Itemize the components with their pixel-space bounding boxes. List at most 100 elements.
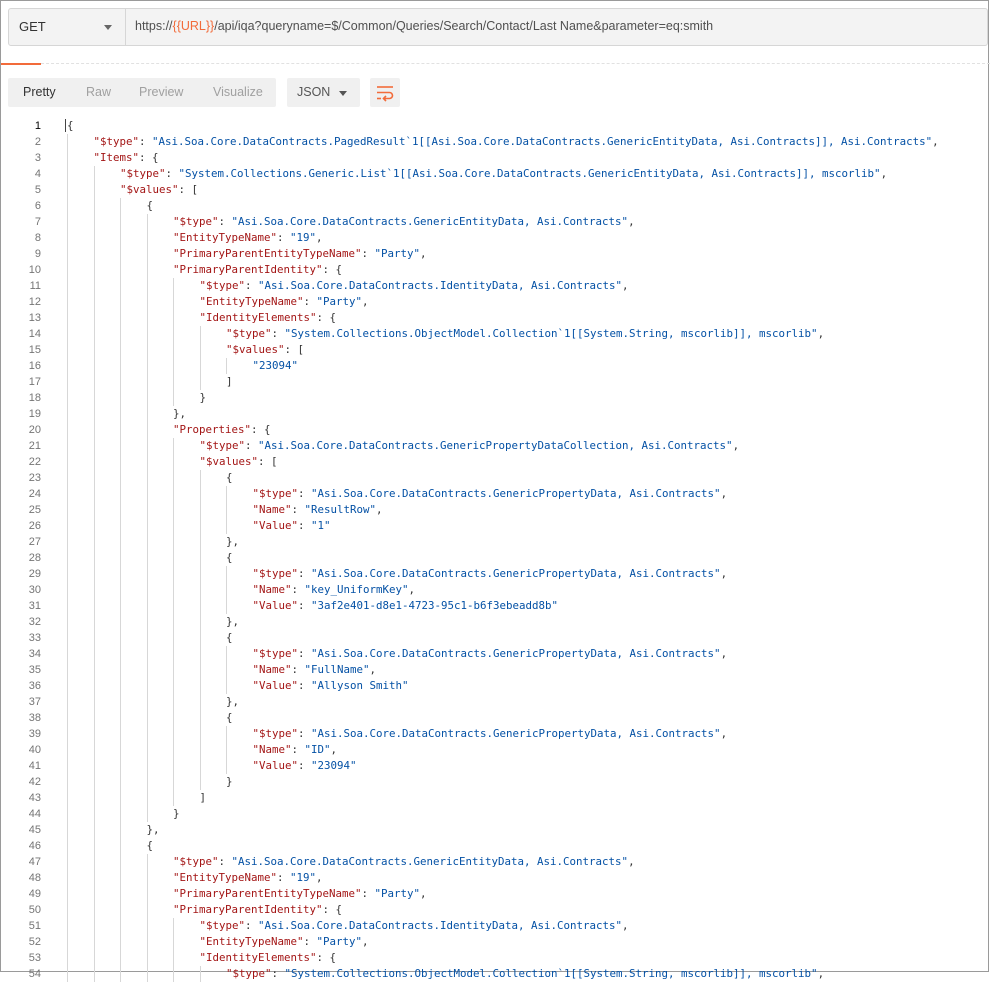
tab-preview[interactable]: Preview	[139, 85, 184, 99]
json-string: "ID"	[304, 743, 331, 756]
code-text: "$type": "Asi.Soa.Core.DataContracts.Gen…	[253, 726, 728, 742]
json-string: "3af2e401-d8e1-4723-95c1-b6f3ebeadd8b"	[311, 599, 559, 612]
indent-guide	[67, 838, 68, 854]
json-punct: :	[303, 295, 317, 308]
json-punct: ,	[720, 487, 728, 500]
wrap-lines-button[interactable]	[370, 78, 400, 107]
json-key: "EntityTypeName"	[199, 935, 304, 948]
indent-guide	[120, 406, 121, 422]
indent-guide	[93, 566, 95, 582]
json-punct: : [	[178, 183, 199, 196]
line-number: 19	[28, 408, 41, 420]
json-key: "PrimaryParentIdentity"	[173, 903, 323, 916]
json-punct: :	[245, 279, 259, 292]
indent-guide	[67, 934, 68, 950]
indent-guide	[173, 534, 174, 550]
code-line: 44}	[1, 806, 990, 822]
json-punct: ,	[362, 935, 369, 948]
indent-guide	[146, 582, 148, 598]
json-string: "Allyson Smith"	[311, 679, 409, 692]
indent-guide	[93, 870, 95, 886]
indent-guide	[67, 694, 68, 710]
code-text: {	[67, 118, 74, 134]
code-line: 47"$type": "Asi.Soa.Core.DataContracts.G…	[1, 854, 990, 870]
code-line: 15"$values": [	[1, 342, 990, 358]
indent-guide	[146, 678, 148, 694]
json-string: "System.Collections.ObjectModel.Collecti…	[284, 967, 818, 980]
indent-guide	[199, 326, 201, 342]
url-input[interactable]: https://{{URL}}/api/iqa?queryname=$/Comm…	[135, 19, 713, 33]
indent-guide	[93, 886, 95, 902]
code-text: ]	[226, 374, 233, 390]
indent-guide	[173, 790, 174, 806]
code-text: },	[173, 406, 186, 422]
indent-guide	[199, 694, 201, 710]
tab-raw[interactable]: Raw	[86, 85, 112, 99]
format-select[interactable]: JSON	[287, 78, 360, 107]
code-text: },	[226, 534, 239, 550]
indent-guide	[173, 518, 174, 534]
response-body-editor[interactable]: 1{2"$type": "Asi.Soa.Core.DataContracts.…	[1, 118, 990, 982]
code-text: "Value": "Allyson Smith"	[253, 678, 409, 694]
line-number: 3	[34, 152, 41, 164]
code-text: "IdentityElements": {	[200, 950, 337, 966]
code-line: 33{	[1, 630, 990, 646]
method-select[interactable]: GET	[9, 9, 126, 45]
code-text: "PrimaryParentEntityTypeName": "Party",	[173, 246, 427, 262]
indent-guide	[146, 758, 148, 774]
line-number: 10	[28, 264, 41, 276]
indent-guide	[67, 758, 68, 774]
tab-pretty[interactable]: Pretty	[23, 85, 56, 99]
indent-guide	[146, 742, 148, 758]
indent-guide	[173, 582, 174, 598]
indent-guide	[93, 790, 95, 806]
line-number: 29	[28, 568, 41, 580]
json-punct: : {	[322, 903, 343, 916]
json-punct: :	[298, 647, 312, 660]
json-punct: ,	[316, 871, 323, 884]
code-line: 16"23094"	[1, 358, 990, 374]
indent-guide	[67, 230, 68, 246]
indent-guide	[67, 342, 68, 358]
indent-guide	[199, 646, 201, 662]
indent-guide	[93, 774, 95, 790]
line-number: 42	[28, 776, 41, 788]
indent-guide	[67, 198, 68, 214]
json-punct: :	[218, 215, 232, 228]
indent-guide	[120, 758, 121, 774]
indent-guide	[120, 918, 121, 934]
line-number: 5	[34, 184, 41, 196]
indent-guide	[146, 774, 148, 790]
json-key: "$values"	[199, 455, 259, 468]
indent-guide	[173, 550, 174, 566]
json-key: "Items"	[93, 151, 140, 164]
indent-guide	[173, 646, 174, 662]
line-number: 8	[34, 232, 41, 244]
line-number: 21	[28, 440, 41, 452]
view-mode-group: Pretty Raw Preview Visualize	[8, 78, 276, 107]
indent-guide	[146, 614, 148, 630]
json-key: "$type"	[252, 487, 299, 500]
code-text: "EntityTypeName": "19",	[173, 230, 323, 246]
line-number: 47	[28, 856, 41, 868]
code-line: 2"$type": "Asi.Soa.Core.DataContracts.Pa…	[1, 134, 990, 150]
json-punct: ,	[316, 231, 323, 244]
json-string: "Asi.Soa.Core.DataContracts.IdentityData…	[258, 919, 623, 932]
indent-guide	[120, 310, 121, 326]
indent-guide	[67, 246, 68, 262]
indent-guide	[146, 630, 148, 646]
indent-guide	[93, 630, 95, 646]
text-cursor	[65, 119, 66, 132]
indent-guide	[173, 630, 174, 646]
code-line: 36"Value": "Allyson Smith"	[1, 678, 990, 694]
json-string: "19"	[290, 871, 317, 884]
indent-guide	[67, 550, 68, 566]
tab-visualize[interactable]: Visualize	[213, 85, 263, 99]
indent-guide	[67, 262, 68, 278]
code-text: "Value": "23094"	[253, 758, 357, 774]
code-text: }	[200, 390, 207, 406]
indent-guide	[120, 198, 121, 214]
code-text: "Items": {	[94, 150, 159, 166]
json-punct: ,	[880, 167, 888, 180]
json-string: "1"	[311, 519, 331, 532]
